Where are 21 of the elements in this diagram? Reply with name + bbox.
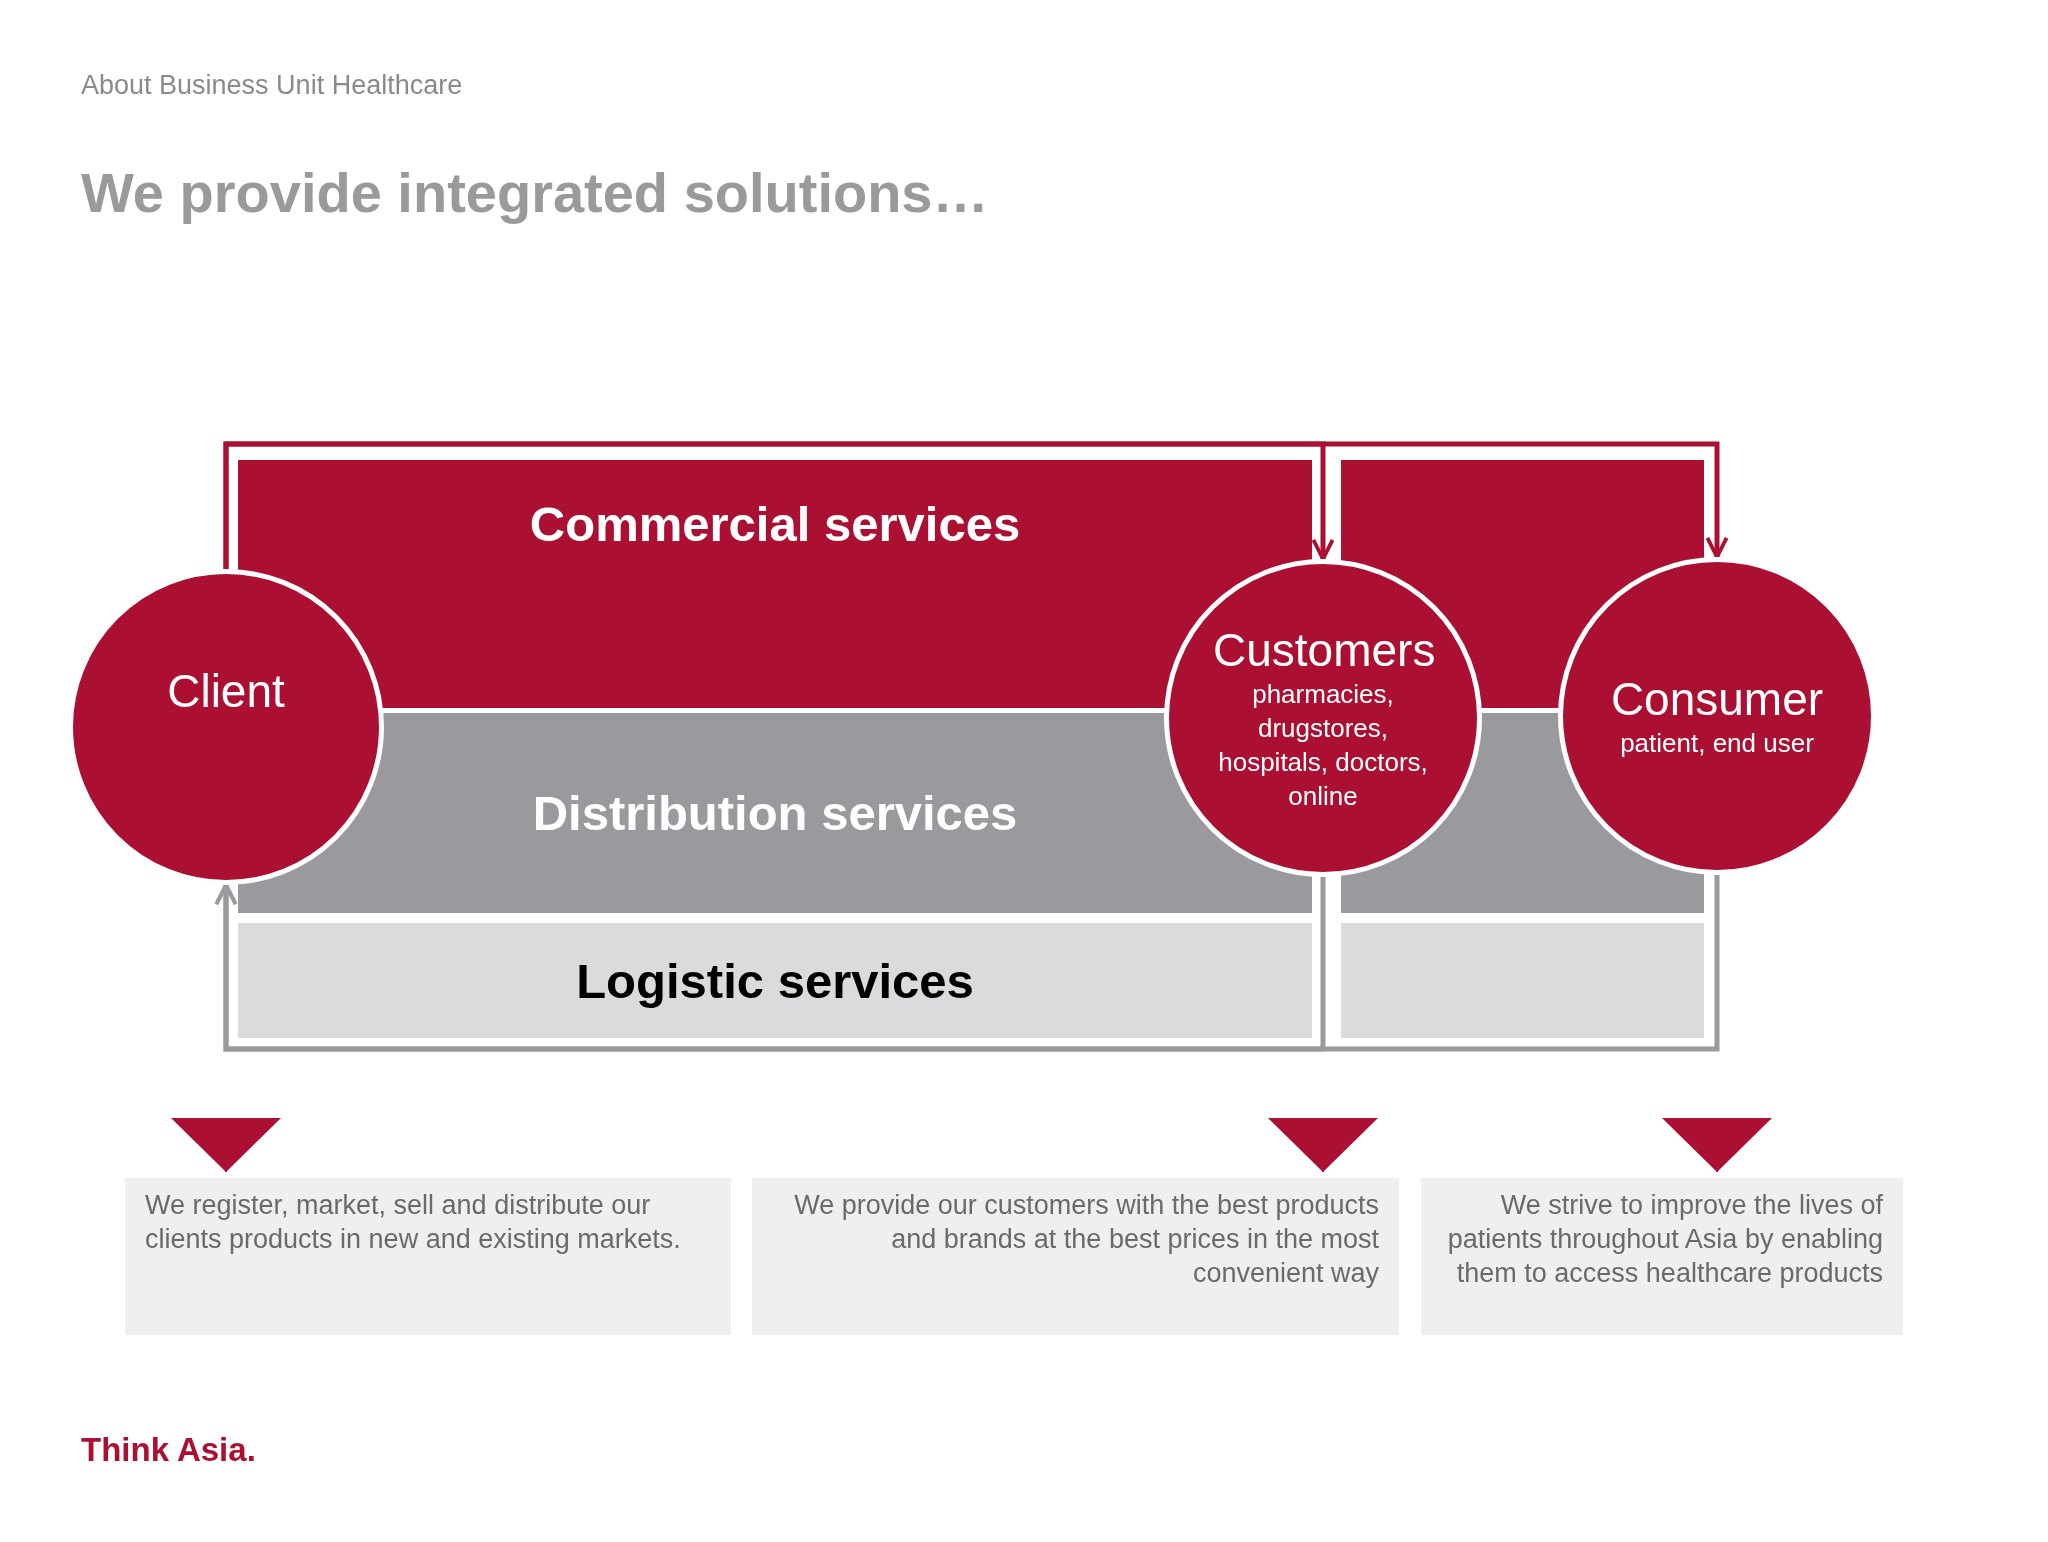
- connector-arrow: [214, 875, 1720, 1052]
- band-label: Distribution services: [532, 785, 1018, 841]
- circle-title: Customers: [1213, 623, 1433, 677]
- circle-title: Client: [167, 664, 285, 718]
- connector-arrow: [223, 441, 1729, 569]
- description-text: We register, market, sell and distribute our clients products in new and existing markets.: [145, 1189, 682, 1256]
- description-text: We provide our customers with the best products and brands at the best prices in the most convenient way: [793, 1189, 1379, 1290]
- down-arrow: [171, 1118, 281, 1173]
- service-band: [238, 923, 1312, 1038]
- circle-title: Consumer: [1610, 672, 1824, 726]
- circle-subtitle: patient, end user: [1620, 727, 1814, 760]
- down-arrow: [1662, 1118, 1772, 1173]
- description-text: We strive to improve the lives of patients throughout Asia by enabling them to access healthcare products: [1446, 1189, 1883, 1290]
- band-label: Commercial services: [529, 496, 1021, 552]
- header-text: About Business Unit Healthcare: [81, 70, 463, 101]
- band-label: Logistic services: [576, 952, 974, 1009]
- down-arrow: [1268, 1118, 1378, 1173]
- band-segment: [1341, 923, 1704, 1038]
- footer-slogan: Think Asia.: [81, 1431, 256, 1469]
- slide-title: We provide integrated solutions…: [81, 160, 989, 225]
- circle-subtitle: pharmacies, drugstores, hospitals, doctors, online: [1217, 678, 1429, 813]
